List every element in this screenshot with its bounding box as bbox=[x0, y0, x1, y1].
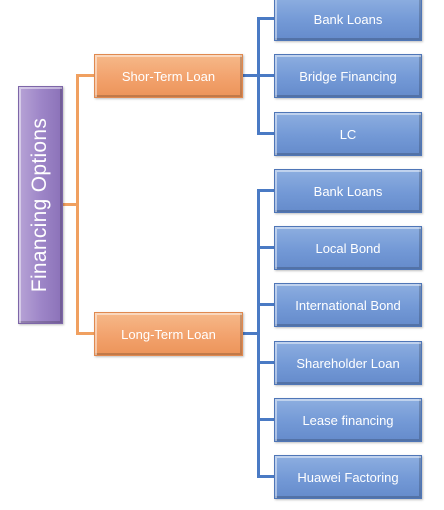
branch-node-short-term-loan: Shor-Term Loan bbox=[94, 54, 243, 98]
leaf-label: Bank Loans bbox=[313, 183, 383, 199]
leaf-long-term-bank-loans: Bank Loans bbox=[274, 169, 422, 213]
leaf-short-term-bank-loans: Bank Loans bbox=[274, 0, 422, 41]
short-term-connector-stub bbox=[243, 74, 259, 77]
leaf-label: Bridge Financing bbox=[299, 68, 397, 84]
root-node-financing-options: Financing Options bbox=[18, 86, 63, 324]
leaf-label: Lease financing bbox=[302, 412, 394, 428]
leaf-label: Bank Loans bbox=[313, 11, 383, 27]
long-term-connector-5 bbox=[257, 418, 274, 421]
leaf-label: Huawei Factoring bbox=[297, 469, 399, 485]
root-node-label: Financing Options bbox=[28, 117, 52, 293]
branch-node-label: Long-Term Loan bbox=[121, 326, 216, 342]
branch-node-label: Shor-Term Loan bbox=[121, 68, 216, 84]
leaf-label: Local Bond bbox=[315, 240, 381, 256]
root-connector-long-term bbox=[76, 332, 95, 335]
leaf-long-term-local-bond: Local Bond bbox=[274, 226, 422, 270]
short-term-connector-1 bbox=[257, 17, 274, 20]
leaf-short-term-lc: LC bbox=[274, 112, 422, 156]
long-term-connector-2 bbox=[257, 246, 274, 249]
long-term-connector-4 bbox=[257, 361, 274, 364]
leaf-label: LC bbox=[339, 126, 357, 142]
leaf-label: International Bond bbox=[295, 297, 401, 313]
leaf-short-term-bridge-financing: Bridge Financing bbox=[274, 54, 422, 98]
leaf-long-term-shareholder-loan: Shareholder Loan bbox=[274, 341, 422, 385]
short-term-connector-3 bbox=[257, 132, 274, 135]
long-term-connector-6 bbox=[257, 475, 274, 478]
root-connector-short-term bbox=[76, 74, 95, 77]
root-connector-stub bbox=[63, 203, 77, 206]
long-term-connector-stub bbox=[243, 332, 259, 335]
long-term-connector-3 bbox=[257, 303, 274, 306]
leaf-long-term-international-bond: International Bond bbox=[274, 283, 422, 327]
leaf-long-term-lease-financing: Lease financing bbox=[274, 398, 422, 442]
short-term-connector-2 bbox=[257, 74, 274, 77]
long-term-connector-1 bbox=[257, 189, 274, 192]
long-term-connector-trunk bbox=[257, 189, 260, 478]
root-connector-trunk bbox=[76, 75, 79, 334]
leaf-long-term-huawei-factoring: Huawei Factoring bbox=[274, 455, 422, 499]
leaf-label: Shareholder Loan bbox=[296, 355, 400, 371]
branch-node-long-term-loan: Long-Term Loan bbox=[94, 312, 243, 356]
